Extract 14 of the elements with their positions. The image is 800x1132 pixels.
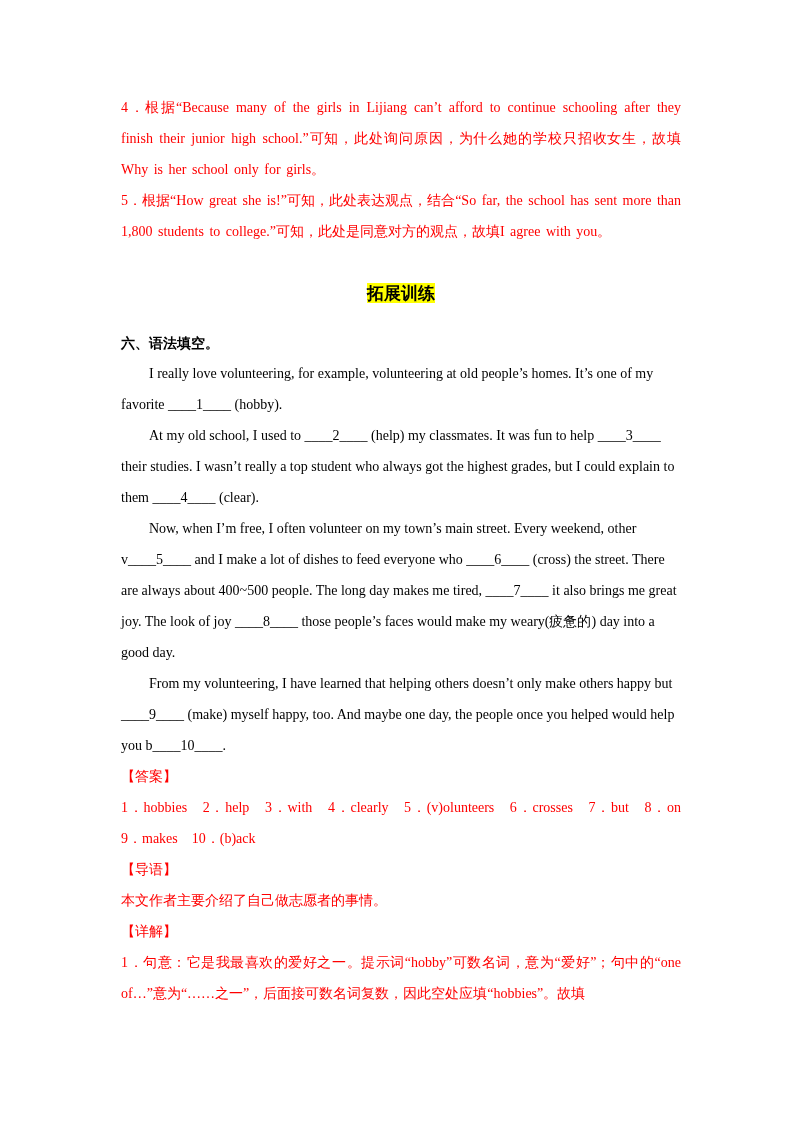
answer-text: 【详解】 (121, 923, 178, 941)
answer-text: 1．hobbies 2．help 3．with 4．clearly 5．(v)olunteers 6．crosses 7．but 8．on 9．makes 10．(b)ack (121, 799, 681, 848)
answer-text: 4．根据“Because many of the girls in Lijiang can’t afford to continue schooling after they finish their junior high school.”可知，此处询问原因，为什么她的学校只招收女生，故填Why is her school only for girls。 (121, 99, 681, 179)
answer-text: 5．根据“How great she is!”可知，此处表达观点，结合“So far, the school has sent more than 1,800 students to college.”可知，此处是同意对方的观点，故填I agree with you。 (121, 192, 681, 241)
passage-paragraph: I really love volunteering, for example, volunteering at old people’s homes. It’s one of my favorite ____1____ (hobby). (121, 365, 655, 414)
answer-text: 【答案】 (121, 768, 178, 786)
answer-text: 1．句意：它是我最喜欢的爱好之一。提示词“hobby”可数名词，意为“爱好”；句中的“one of…”意为“……之一”，后面接可数名词复数，因此空处应填“hobbies”。故填 (121, 954, 681, 1003)
section-heading: 六、语法填空。 (121, 335, 220, 353)
section-title: 拓展训练 (367, 283, 435, 303)
answer-text: 【导语】 (121, 861, 178, 879)
passage-paragraph: At my old school, I used to ____2____ (help) my classmates. It was fun to help ____3____ their studies. I wasn’t really a top student who always got the highest grades, but I could explain to them ____4____ (clear). (121, 427, 676, 507)
passage-paragraph: From my volunteering, I have learned that helping others doesn’t only make others happy but ____9____ (make) myself happy, too. And maybe one day, the people once you helped would help you b____10____. (121, 675, 676, 755)
answer-text: 本文作者主要介绍了自己做志愿者的事情。 (121, 892, 388, 910)
passage-paragraph: Now, when I’m free, I often volunteer on my town’s main street. Every weekend, other v____5____ and I make a lot of dishes to feed everyone who ____6____ (cross) the street. There are always about 400~500 people. The long day makes me tired, ____7____ it also brings me great joy. The look of joy ____8____ those people’s faces would make my weary(疲惫的) day into a good day. (121, 520, 678, 662)
